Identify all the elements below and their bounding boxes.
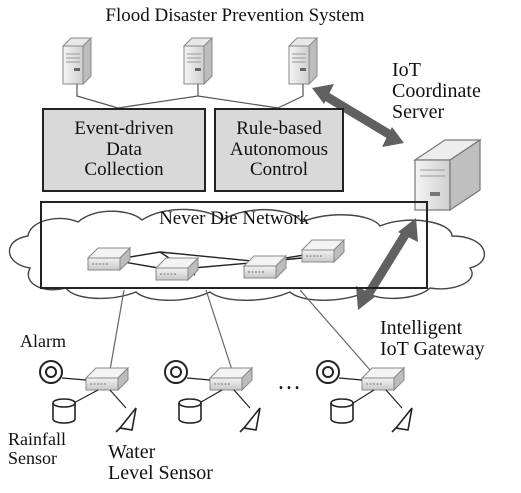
rainfall-sensor-label: Rainfall Sensor	[8, 429, 66, 468]
alarm-icon	[39, 360, 63, 384]
alarm-icon	[316, 360, 340, 384]
field-gateway-icon	[209, 367, 253, 391]
alarm-label: Alarm	[20, 331, 66, 351]
rainfall-sensor-icon	[330, 398, 354, 424]
top-server-icon	[183, 37, 213, 85]
top-server-icon	[288, 37, 318, 85]
field-connection-lines	[109, 289, 371, 371]
rainfall-sensor-icon	[52, 398, 76, 424]
iot-coordinate-server-label: IoT Coordinate Server	[392, 59, 481, 123]
system-title: Flood Disaster Prevention System	[105, 5, 365, 26]
ellipsis: …	[277, 369, 301, 395]
rule-based-autonomous-control-box: Rule-based Autonomous Control	[214, 108, 344, 192]
server-connection-lines	[76, 84, 304, 109]
field-device-links	[61, 377, 403, 409]
water-level-sensor-label: Water Level Sensor	[108, 441, 213, 484]
never-die-network-box: Never Die Network	[40, 201, 428, 289]
top-server-icon	[62, 37, 92, 85]
arrow-server-to-coordinate	[312, 84, 404, 147]
water-level-sensor-icon	[115, 407, 137, 433]
never-die-network-title: Never Die Network	[159, 208, 309, 229]
iot-coordinate-server-icon	[413, 138, 482, 212]
arrow-coordinate-to-gateway	[356, 218, 418, 310]
field-gateway-icon	[361, 367, 405, 391]
event-driven-data-collection-box: Event-driven Data Collection	[42, 108, 206, 192]
water-level-sensor-icon	[391, 407, 413, 433]
field-gateway-icon	[85, 367, 129, 391]
water-level-sensor-icon	[239, 407, 261, 433]
network-cloud	[8, 208, 486, 301]
rainfall-sensor-icon	[178, 398, 202, 424]
intelligent-gateway-label: Intelligent IoT Gateway	[380, 317, 485, 360]
alarm-icon	[164, 360, 188, 384]
